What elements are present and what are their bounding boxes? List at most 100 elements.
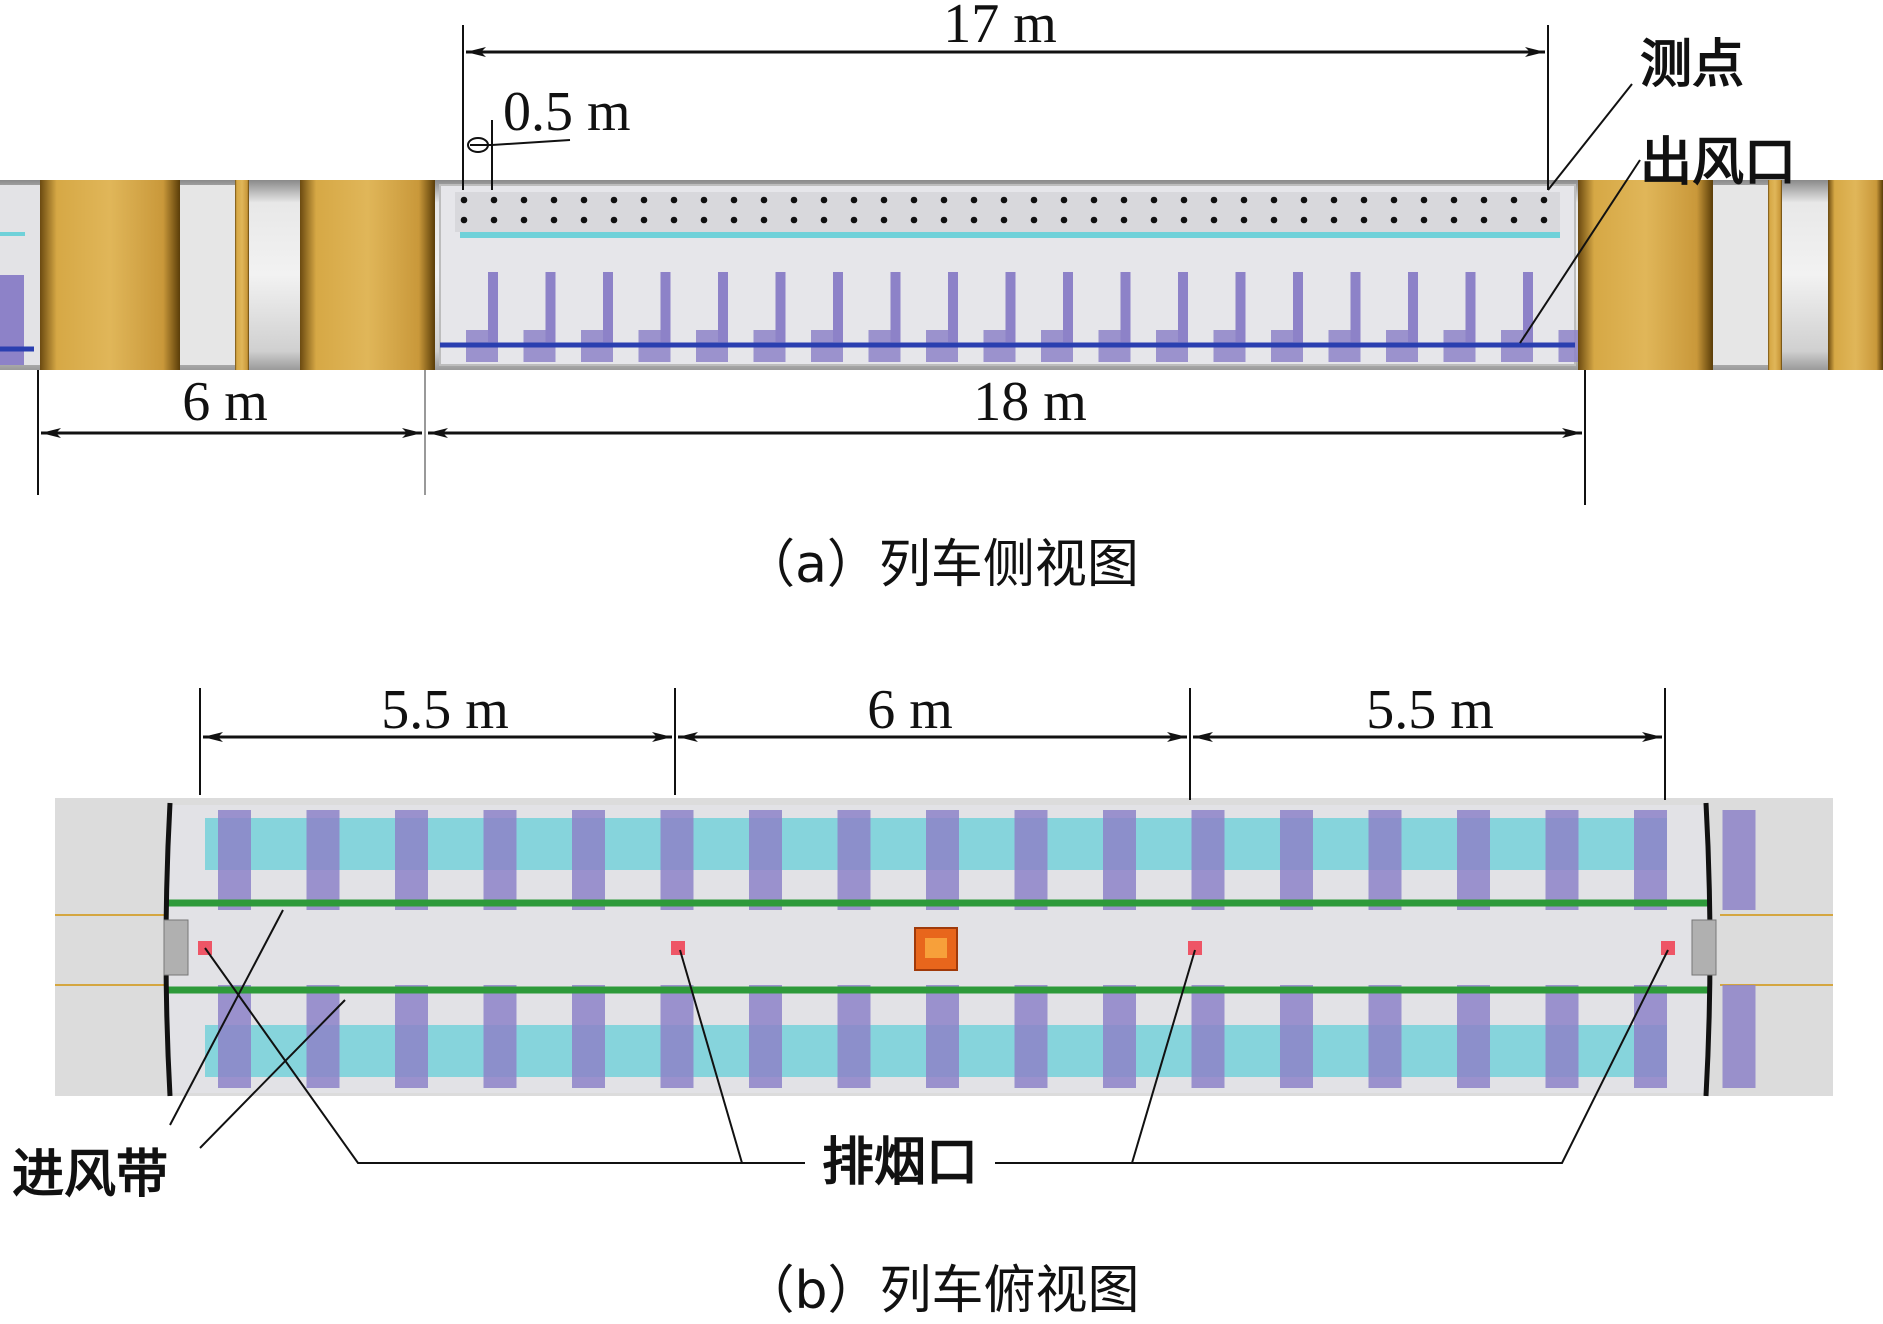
side-cyan-band [460,232,1560,238]
measurement-point [880,216,888,224]
measurement-point [880,196,888,204]
dim-0-5m-leader [491,139,571,146]
leader-exhaust-3 [1131,949,1196,1164]
top-vent-upper [1457,810,1490,910]
leader-air-outlet [1519,159,1641,344]
measurement-point [1090,196,1098,204]
top-vent-lower [660,985,694,1088]
measurement-point [850,216,858,224]
side-view: 17 m 0.5 m 测点 出风口 6 m 18 m （a）列车侧视图 [0,0,1883,595]
top-vent-lower [1014,985,1048,1088]
measurement-point [460,216,468,224]
caption-side-view: （a）列车侧视图 [743,535,1139,595]
measurement-point [940,216,948,224]
top-vent-group [218,810,1756,1088]
measurement-point [580,196,588,204]
measurement-point [1300,196,1308,204]
top-vent-upper [1722,810,1756,910]
measurement-point [1270,216,1278,224]
measurement-point [910,196,918,204]
measurement-point [1060,196,1068,204]
dim-0-5m-label: 0.5 m [503,81,631,143]
exhaust-port [671,941,685,955]
measurement-point [850,196,858,204]
measurement-point [1360,216,1368,224]
top-vent-upper [749,810,782,910]
coupler-right [1691,919,1717,976]
side-vent-stem [603,272,613,342]
leader-exhaust-2 [679,949,743,1164]
measurement-point [1060,216,1068,224]
measurement-point [730,196,738,204]
label-measurement-points: 测点 [1640,35,1744,95]
measurement-point [1540,216,1548,224]
measurement-point [1450,196,1458,204]
top-vent-lower [1191,985,1225,1088]
measurement-point [1030,196,1038,204]
top-view: 5.5 m 6 m 5.5 m 进风带 排烟口 （b）列车俯视图 [12,679,1833,1321]
measurement-point [1120,216,1128,224]
leader-inlet-1 [169,909,284,1126]
measurement-point [520,216,528,224]
measurement-point [1000,216,1008,224]
top-vent-upper [660,810,694,910]
top-vent-lower [1457,985,1490,1088]
label-air-outlet: 出风口 [1640,133,1796,193]
top-vent-upper [1634,810,1667,910]
measurement-point [550,216,558,224]
measurement-point [790,196,798,204]
top-vent-lower [1280,985,1313,1088]
measurement-point [640,196,648,204]
label-exhaust-port: 排烟口 [822,1133,978,1193]
side-vent-stem [488,272,498,342]
measurement-point [1510,216,1518,224]
label-exhaust-bg [806,1128,994,1192]
top-vent-upper [926,810,959,910]
top-vent-lower [1103,985,1136,1088]
side-vent-stem [1120,272,1131,342]
measurement-point [1150,196,1158,204]
measurement-point [490,196,498,204]
measurement-point [910,216,918,224]
measurement-point [1510,196,1518,204]
measurement-point [970,216,978,224]
measurement-point [820,216,828,224]
dim-seg2-label: 6 m [867,679,953,741]
side-vent-stem [1178,272,1188,342]
measurement-point [1120,196,1128,204]
gap-2 [1713,185,1768,365]
measurement-point [1420,216,1428,224]
measurement-point [1180,196,1188,204]
measurement-point [1210,196,1218,204]
measurement-point [1480,216,1488,224]
top-vent-upper [1368,810,1402,910]
measurement-point [610,196,618,204]
side-vent-stem [545,272,556,342]
bogie-3 [1578,180,1713,370]
measurement-point [790,216,798,224]
side-vent-stem [833,272,843,342]
side-vent-stem [660,272,671,342]
leader-exhaust-1 [204,947,805,1164]
measurement-point [820,196,828,204]
measurement-point [610,216,618,224]
measurement-point [580,216,588,224]
side-vent-stem [948,272,958,342]
measurement-point [1390,196,1398,204]
bogie-1 [40,180,180,370]
leader-inlet-2 [199,999,346,1149]
leader-exhaust-4 [995,949,1669,1164]
side-vent-stem [718,272,728,342]
measurement-point [1240,196,1248,204]
measurement-point [1270,196,1278,204]
measurement-point [760,196,768,204]
top-vent-lower [1634,985,1667,1088]
top-vent-upper [572,810,605,910]
measurement-points [460,196,1548,224]
side-vent-stem [1523,272,1533,342]
side-vent-stem [1063,272,1073,342]
measurement-point [1150,216,1158,224]
bogie-thin-2 [1768,180,1782,370]
measurement-point [490,216,498,224]
